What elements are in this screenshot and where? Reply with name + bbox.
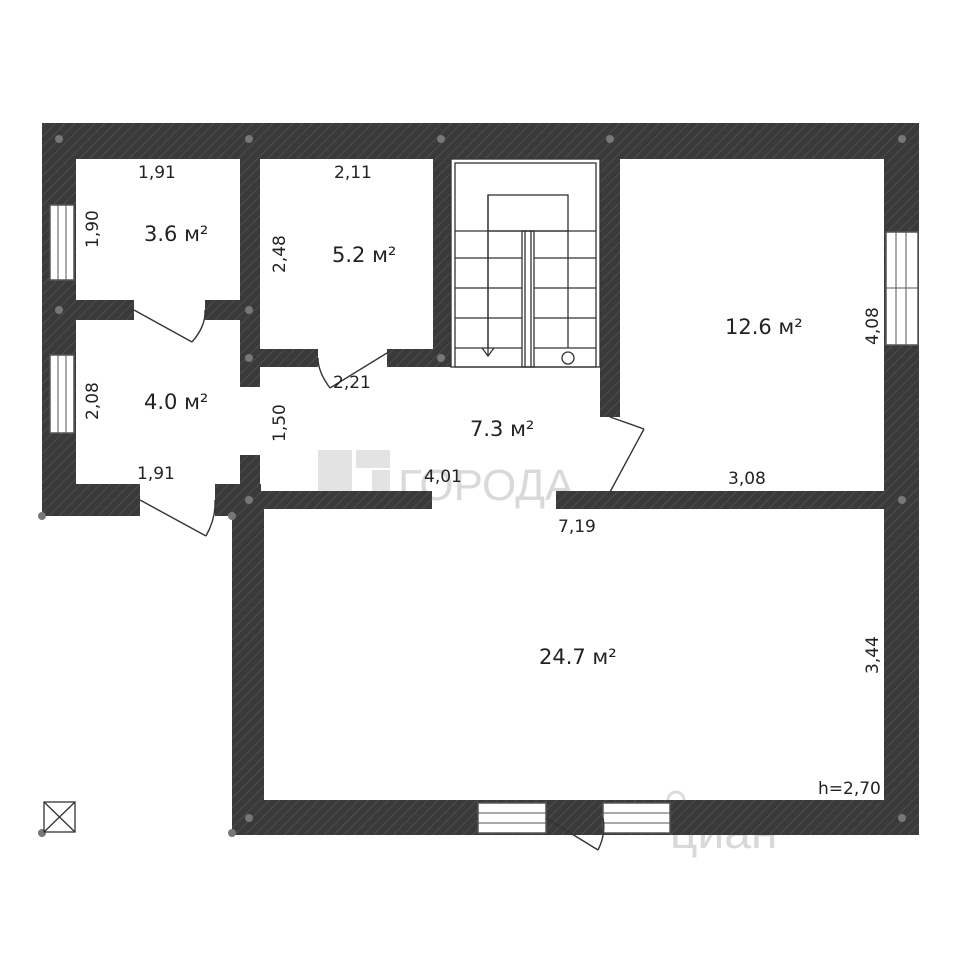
room-a-area: 3.6 м² (144, 222, 208, 246)
windows (49, 204, 919, 834)
door-room-c (139, 499, 216, 537)
walls (42, 123, 919, 835)
dim-hall-bottom: 4,01 (424, 467, 462, 487)
dim-c-bottom: 1,91 (137, 464, 175, 484)
door-room-b (317, 352, 388, 389)
dim-d-side: 4,08 (863, 307, 883, 345)
room-c-area: 4.0 м² (144, 390, 208, 414)
hall-area: 7.3 м² (470, 417, 534, 441)
dim-hall-side: 1,50 (270, 404, 290, 442)
room-b-area: 5.2 м² (332, 243, 396, 267)
doors (133, 309, 645, 851)
dim-e-side: 3,44 (863, 636, 883, 674)
window-room-e-right (602, 802, 671, 834)
room-e-area: 24.7 м² (539, 645, 617, 669)
dim-b-side: 2,48 (270, 235, 290, 273)
dim-a-top: 1,91 (138, 163, 176, 183)
door-room-e (545, 817, 605, 851)
door-room-d (609, 416, 645, 493)
window-room-c (49, 354, 75, 434)
corner-dots (38, 135, 906, 837)
window-room-a (49, 204, 75, 281)
dim-a-side: 1,90 (83, 210, 103, 248)
dim-d-bottom: 3,08 (728, 469, 766, 489)
dim-c-side: 2,08 (83, 382, 103, 420)
dim-b-top: 2,11 (334, 163, 372, 183)
dim-b-bottom: 2,21 (333, 373, 371, 393)
stair-arrow-icon (481, 195, 495, 358)
window-room-e-left (477, 802, 547, 834)
area-labels: 3.6 м² 5.2 м² 4.0 м² 7.3 м² 12.6 м² 24.7… (144, 222, 803, 669)
ceiling-height: h=2,70 (818, 779, 881, 799)
window-room-d (885, 231, 919, 346)
staircase (450, 158, 601, 368)
crossed-box-icon (43, 801, 76, 833)
room-d-area: 12.6 м² (725, 315, 803, 339)
watermark-gorod: ГОРОДА (318, 450, 575, 510)
dim-opening: 7,19 (558, 517, 596, 537)
door-room-a (133, 309, 206, 343)
dimension-labels: 1,91 1,90 2,11 2,48 2,21 2,08 1,91 1,50 … (83, 163, 883, 799)
